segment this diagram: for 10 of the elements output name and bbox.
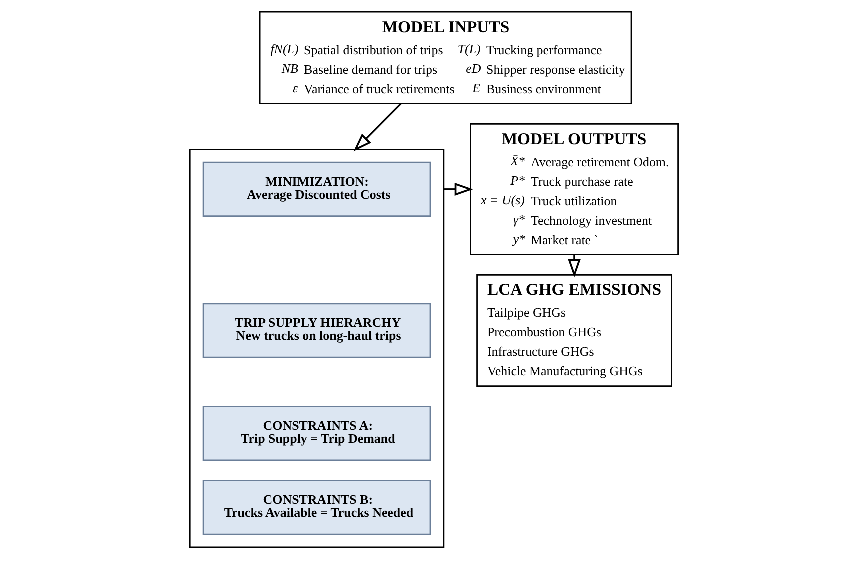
node-box: LCA GHG EMISSIONS Tailpipe GHGs Precombustion GHGs Infrastructure GHGs Vehicle Manufacturing GHGs xyxy=(476,274,672,388)
node-box: MODEL OUTPUTS X̄* Average retirement Odom. P* Truck purchase rate x = U(s) Truck utilization γ* Technology investment y* Market rate ` xyxy=(470,123,678,256)
arrow xyxy=(353,103,402,152)
node-box: MODEL INPUTS fN(L) Spatial distribution of trips T(L) Trucking performance NB Baseline demand for trips eD Shipper response elasticity ε Variance of truck retirements E Business environment xyxy=(258,11,632,104)
cluster xyxy=(188,148,444,548)
node-box: MINIMIZATION: Average Discounted Costs xyxy=(202,162,431,218)
arrow xyxy=(443,182,473,196)
node-box: CONSTRAINTS B: Trucks Available = Trucks Needed xyxy=(202,480,431,536)
node-box: CONSTRAINTS A: Trip Supply = Trip Demand xyxy=(202,406,431,462)
node-box: TRIP SUPPLY HIERARCHY New trucks on long-haul trips xyxy=(202,303,431,358)
